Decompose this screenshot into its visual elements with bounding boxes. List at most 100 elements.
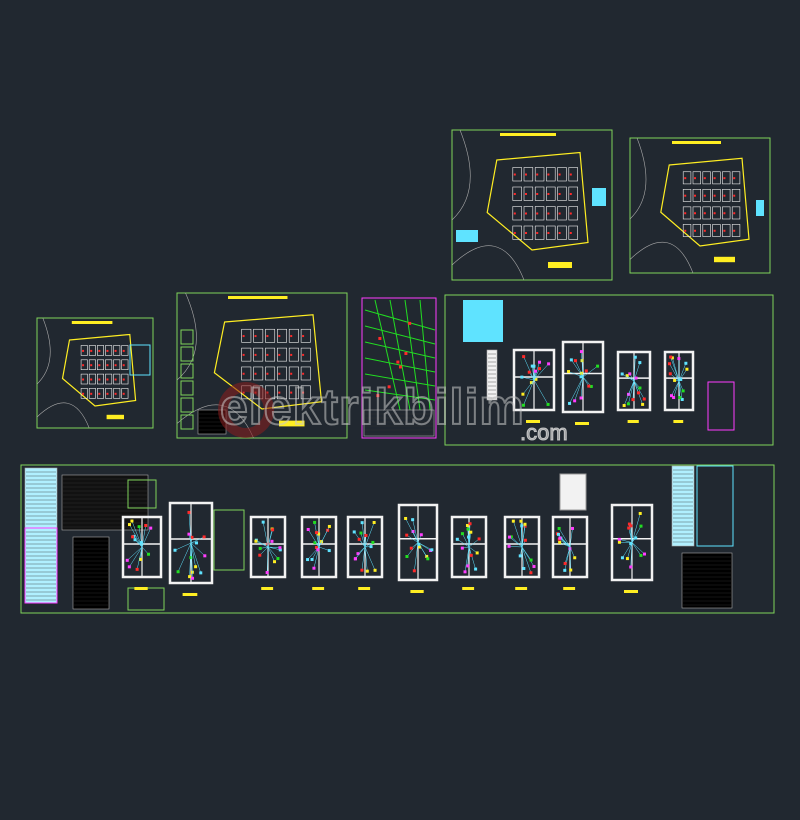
site-plan-d-dot xyxy=(302,335,305,338)
floor-plan-4-fixture xyxy=(327,549,331,553)
parcel-line xyxy=(374,299,401,411)
site-plan-a-house xyxy=(568,167,578,182)
site-plan-c-house xyxy=(105,345,113,356)
site-plan-c-dot xyxy=(106,349,109,352)
floor-plan-9-wire xyxy=(559,542,571,548)
floor-plan-5-fixture xyxy=(352,530,356,534)
site-plan-d-dot xyxy=(242,335,245,338)
site-plan-a-dot xyxy=(536,212,539,215)
site-plan-d-label-bar xyxy=(279,420,305,427)
site-plan-a-dot xyxy=(558,212,561,215)
site-plan-a-roads xyxy=(451,129,525,281)
floor-plan-7-fixture xyxy=(467,535,471,539)
site-plan-b-dot xyxy=(713,212,716,215)
floor-plan-3-wire xyxy=(267,529,273,548)
site-plan-a-dot xyxy=(525,173,527,176)
site-plan-b-dot xyxy=(713,229,716,232)
floor-plan-2-fixture xyxy=(187,510,191,514)
floor-plan-10-wire xyxy=(631,542,645,555)
floor-plan-1-fixture xyxy=(125,558,129,562)
watermark-logo-icon xyxy=(218,382,274,438)
riser-plan-3-wire xyxy=(633,380,639,393)
site-plan-b-house xyxy=(712,206,721,220)
floor-plan-9-wire xyxy=(564,546,571,571)
floor-plan-7-fixture xyxy=(468,522,472,526)
site-plan-a-house xyxy=(523,225,534,240)
panel-schedule xyxy=(24,467,58,604)
parcel-line xyxy=(404,299,421,411)
floor-plan-6-wire xyxy=(405,518,419,543)
riser-plan-2-title-bar xyxy=(575,422,589,425)
site-plan-a-house xyxy=(534,225,545,240)
riser-plan-3-fixture xyxy=(626,402,630,406)
floor-plan-2-fixture xyxy=(176,570,180,574)
floor-plan-9-wire xyxy=(559,537,571,548)
riser-plan-4-fixture xyxy=(679,377,683,381)
site-plan-b-dot xyxy=(723,229,726,232)
floor-plan-2-fixture xyxy=(191,576,195,580)
parcel-line xyxy=(419,299,431,411)
site-plan-a-dot xyxy=(525,212,527,215)
floor-plan-10-fixture xyxy=(620,556,624,560)
site-plan-b-house xyxy=(712,171,721,185)
floor-plan-5-fixture xyxy=(365,569,369,573)
floor-plan-1-fixture xyxy=(127,565,131,569)
floor-plan-9-fixture xyxy=(563,568,567,572)
parcel-marker xyxy=(396,360,400,364)
floor-plan-1-fixture xyxy=(147,552,151,556)
floor-plan-3-wire xyxy=(267,546,280,549)
floor-plan-5-fixture xyxy=(357,537,361,541)
riser-plan-2-wire xyxy=(582,365,598,378)
floor-plan-4-wire xyxy=(318,526,330,548)
floor-plan-8-title-bar xyxy=(515,587,528,590)
site-plan-a-dot xyxy=(558,232,561,234)
riser-plan-4-wire xyxy=(673,380,680,398)
site-plan-b-house xyxy=(682,171,692,185)
riser-plan-2-fixture xyxy=(587,384,591,388)
site-plan-d-dot xyxy=(278,391,281,394)
floor-plan-3-wire xyxy=(266,546,269,573)
riser-plan-2-fixture xyxy=(568,401,572,405)
riser-plan-1-wire xyxy=(533,379,549,405)
site-plan-b-house xyxy=(702,171,711,185)
parcel-line xyxy=(364,373,436,387)
floor-plan-10-wire xyxy=(628,527,633,543)
floor-plan-10-fixture xyxy=(627,526,631,530)
floor-plan-10-fixture xyxy=(629,565,633,569)
floor-plan-5-fixture xyxy=(359,531,363,535)
riser-plan-4-wire xyxy=(678,363,687,382)
floor-plan-5-fixture xyxy=(373,568,377,572)
site-plan-d-dot xyxy=(278,335,281,338)
riser-plan-4-wire xyxy=(671,380,680,396)
parcel-line xyxy=(364,341,436,359)
floor-plan-6-fixture xyxy=(418,545,422,549)
floor-plan-7-fixture xyxy=(475,551,479,555)
site-plan-c-house xyxy=(105,388,113,399)
floor-plan-6-fixture xyxy=(419,533,423,537)
watermark-text: elektrikbilim xyxy=(219,378,525,436)
floor-plan-1-wire xyxy=(129,546,143,567)
riser-plan-1-fixture xyxy=(546,402,550,406)
site-plan-c-dot xyxy=(82,349,85,352)
floor-plan-1-fixture xyxy=(127,523,131,527)
site-plan-d-house xyxy=(288,366,299,381)
riser-plan-1-fixture xyxy=(529,381,533,385)
riser-plan-1-fixture xyxy=(538,360,542,364)
floor-plan-8-fixture xyxy=(509,535,513,539)
site-plan-d-dot xyxy=(290,335,293,338)
floor-plan-8-wire xyxy=(513,521,523,548)
site-plan-c-dot xyxy=(114,349,117,352)
floor-plan-1-fixture xyxy=(137,525,141,529)
site-plan-a-house xyxy=(568,225,578,240)
site-plan-a-house xyxy=(546,167,556,182)
summary-table xyxy=(681,552,733,609)
floor-plan-2-wire xyxy=(177,542,192,572)
floor-plan-8-fixture xyxy=(529,558,533,562)
site-plan-a-dot xyxy=(558,173,561,176)
site-plan-a-dot xyxy=(569,232,572,234)
site-plan-a-dot xyxy=(513,173,516,176)
site-plan-a-house xyxy=(546,225,556,240)
floor-plan-9-wire xyxy=(564,546,571,564)
floor-plan-5-wire xyxy=(364,535,367,548)
